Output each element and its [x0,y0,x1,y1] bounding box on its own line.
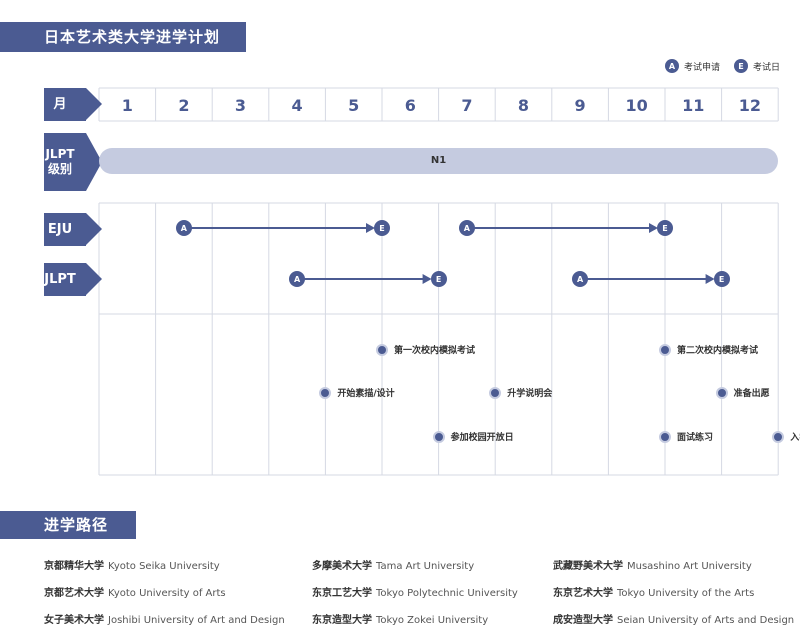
event-label: 第二次校内模拟考试 [677,346,759,356]
university-item: 东京艺术大学 Tokyo University of the Arts [553,584,754,599]
exam-marker-icon: E [733,59,748,73]
row-label-eju: EJU [44,213,102,246]
event-item: 第二次校内模拟考试 [659,343,758,356]
event-dot-icon [489,386,502,399]
jlpt-level-bar: N1 [99,148,778,174]
university-name-en: Tama Art University [376,561,475,572]
event-item: 升学说明会 [489,386,552,399]
university-name-cn: 多摩美术大学 [312,561,372,572]
event-label: 开始素描/设计 [337,389,395,399]
exam-marker: E [430,271,447,287]
event-dot-icon [319,386,332,399]
university-item: 女子美术大学 Joshibi University of Art and Desi… [44,611,285,626]
page-title: 日本艺术类大学进学计划 [0,22,246,52]
university-name-cn: 成安造型大学 [553,615,613,626]
university-name-cn: 东京造型大学 [312,615,372,626]
event-label: 入学考试 [790,433,800,443]
apply-marker: A [175,220,192,236]
row-label-jlpt: JLPT [44,263,102,296]
university-name-cn: 东京工艺大学 [312,588,372,599]
month-label: 1 [121,96,133,115]
university-name-en: Joshibi University of Art and Design [108,615,285,626]
event-item: 面试练习 [659,430,713,443]
month-label: 3 [234,96,247,115]
legend-apply-label: 考试申请 [683,62,720,73]
month-label: 8 [517,96,530,115]
university-name-en: Tokyo University of the Arts [617,588,755,599]
month-label: 12 [738,96,762,115]
event-item: 参加校园开放日 [432,430,514,443]
university-name-en: Seian University of Arts and Design [617,615,795,626]
university-name-en: Kyoto Seika University [108,561,220,572]
legend: A 考试申请 E 考试日 [651,59,780,73]
path-section-title: 进学路径 [0,511,136,539]
eju-arrowhead [649,223,658,233]
event-label: 准备出愿 [733,389,770,399]
exam-marker: E [713,271,730,287]
month-label: 4 [291,96,303,115]
university-name-cn: 东京艺术大学 [553,588,613,599]
university-name-en: Musashino Art University [627,561,752,572]
university-item: 多摩美术大学 Tama Art University [312,557,474,572]
event-dot-icon [432,430,445,443]
month-label: 2 [178,96,190,115]
apply-marker: A [289,271,306,287]
event-label: 面试练习 [677,433,714,443]
apply-marker: A [458,220,475,236]
month-label: 5 [348,96,360,115]
month-label: 9 [574,96,586,115]
event-dot-icon [659,343,671,356]
apply-marker: A [572,271,589,287]
event-dot-icon [715,386,728,399]
university-name-en: Kyoto University of Arts [108,588,226,599]
event-label: 参加校园开放日 [450,433,514,443]
university-name-cn: 京都精华大学 [44,561,104,572]
university-item: 东京工艺大学 Tokyo Polytechnic University [312,584,518,599]
eju-arrowhead [366,223,375,233]
month-label: 7 [461,96,473,115]
university-name-cn: 女子美术大学 [44,615,104,626]
event-item: 第一次校内模拟考试 [376,343,475,356]
event-dot-icon [376,343,388,356]
jlpt-arrowhead [422,274,432,284]
exam-marker: E [657,220,673,236]
university-item: 成安造型大学 Seian University of Arts and Desig… [553,611,794,626]
event-dot-icon [659,430,671,443]
university-name-en: Tokyo Polytechnic University [376,588,518,599]
university-name-en: Tokyo Zokei University [376,615,489,626]
legend-exam-label: 考试日 [752,62,780,73]
university-item: 武藏野美术大学 Musashino Art University [553,557,752,572]
event-dot-icon [772,430,785,443]
month-label: 11 [682,96,705,115]
exam-marker: E [374,220,390,236]
university-name-cn: 武藏野美术大学 [553,561,623,572]
event-item: 准备出愿 [715,386,770,399]
event-item: 入学考试 [772,430,800,443]
jlpt-arrowhead [705,274,715,284]
event-label: 第一次校内模拟考试 [394,346,476,356]
university-item: 京都艺术大学 Kyoto University of Arts [44,584,226,599]
university-item: 京都精华大学 Kyoto Seika University [44,557,220,572]
university-name-cn: 京都艺术大学 [44,588,104,599]
event-item: 开始素描/设计 [319,386,395,399]
apply-marker-icon: A [664,59,679,73]
event-label: 升学说明会 [507,389,553,399]
month-label: 10 [625,96,648,115]
month-label: 6 [404,96,416,115]
university-item: 东京造型大学 Tokyo Zokei University [312,611,488,626]
row-label-month: 月 [44,88,102,121]
